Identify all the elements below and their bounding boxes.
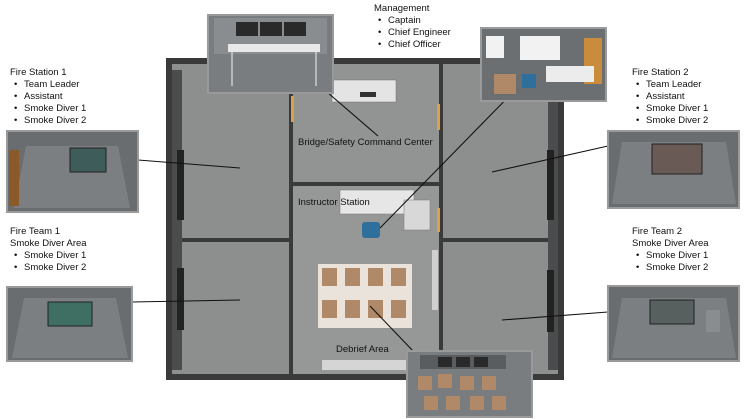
- role-item: Smoke Diver 2: [10, 115, 86, 127]
- thumbnail-fire-team-1: [6, 286, 133, 362]
- thumbnail-fire-team-2: [607, 285, 740, 362]
- role-item: Chief Officer: [374, 39, 451, 51]
- role-item: Assistant: [10, 91, 86, 103]
- fire-team-1-roles: Smoke Diver 1 Smoke Diver 2: [10, 250, 87, 274]
- room-label-instructor: Instructor Station: [298, 197, 370, 208]
- wall-screen-ft2: [547, 270, 554, 332]
- connector-instructor-thumb: [379, 84, 521, 229]
- fire-team-2-roles: Smoke Diver 1 Smoke Diver 2: [632, 250, 709, 274]
- door-instructor: [437, 208, 440, 232]
- role-item: Assistant: [632, 91, 708, 103]
- role-item: Team Leader: [632, 79, 708, 91]
- wall-screen-fs2: [547, 150, 554, 220]
- instructor-side-cabinet: [432, 250, 438, 310]
- door-bridge-right: [437, 104, 440, 130]
- thumbnail-debrief: [406, 350, 533, 418]
- connector-ft2: [501, 311, 609, 321]
- thumbnail-fire-station-2: [607, 130, 740, 209]
- fire-station-1-title: Fire Station 1: [10, 67, 67, 78]
- role-item: Smoke Diver 1: [10, 250, 87, 262]
- wall-screen-ft1: [177, 268, 184, 330]
- fire-team-2-block: Fire Team 2 Smoke Diver Area Smoke Diver…: [632, 226, 709, 274]
- fire-station-2-title: Fire Station 2: [632, 67, 689, 78]
- wall-screen-fs1: [177, 150, 184, 220]
- instructor-chair: [362, 222, 380, 238]
- management-title: Management: [374, 3, 430, 14]
- fire-team-1-subtitle: Smoke Diver Area: [10, 238, 87, 249]
- role-item: Team Leader: [10, 79, 86, 91]
- thumbnail-fire-station-1: [6, 130, 139, 213]
- connector-bridge-thumb: [319, 85, 379, 137]
- fire-station-2-block: Fire Station 2 Team Leader Assistant Smo…: [632, 67, 708, 127]
- management-roles: Captain Chief Engineer Chief Officer: [374, 15, 451, 51]
- bridge-console-screen: [360, 92, 376, 97]
- role-item: Smoke Diver 1: [632, 250, 709, 262]
- connector-ft1: [131, 299, 241, 303]
- fire-team-1-block: Fire Team 1 Smoke Diver Area Smoke Diver…: [10, 226, 87, 274]
- fire-team-2-subtitle: Smoke Diver Area: [632, 238, 709, 249]
- connector-fs1: [137, 159, 241, 169]
- role-item: Chief Engineer: [374, 27, 451, 39]
- room-label-debrief: Debrief Area: [336, 344, 389, 355]
- fire-station-1-block: Fire Station 1 Team Leader Assistant Smo…: [10, 67, 86, 127]
- connector-debrief: [369, 305, 415, 353]
- role-item: Smoke Diver 2: [632, 115, 708, 127]
- debrief-counter: [322, 360, 408, 370]
- fire-station-1-roles: Team Leader Assistant Smoke Diver 1 Smok…: [10, 79, 86, 127]
- role-item: Smoke Diver 1: [10, 103, 86, 115]
- role-item: Smoke Diver 2: [10, 262, 87, 274]
- instructor-desk: [339, 189, 415, 215]
- connector-fs2: [491, 145, 609, 173]
- management-block: Management Captain Chief Engineer Chief …: [374, 3, 451, 51]
- door-bridge-left: [291, 96, 294, 122]
- instructor-side-desk: [403, 199, 431, 231]
- role-item: Smoke Diver 1: [632, 103, 708, 115]
- fire-station-2-roles: Team Leader Assistant Smoke Diver 1 Smok…: [632, 79, 708, 127]
- fire-team-2-title: Fire Team 2: [632, 226, 682, 237]
- thumbnail-bridge: [207, 14, 334, 94]
- room-label-bridge: Bridge/Safety Command Center: [298, 137, 433, 148]
- room-fire-team-1: [172, 242, 289, 374]
- role-item: Smoke Diver 2: [632, 262, 709, 274]
- thumbnail-instructor: [480, 27, 607, 102]
- fire-team-1-title: Fire Team 1: [10, 226, 60, 237]
- bridge-console: [331, 79, 397, 103]
- role-item: Captain: [374, 15, 451, 27]
- debrief-seating: [318, 264, 412, 328]
